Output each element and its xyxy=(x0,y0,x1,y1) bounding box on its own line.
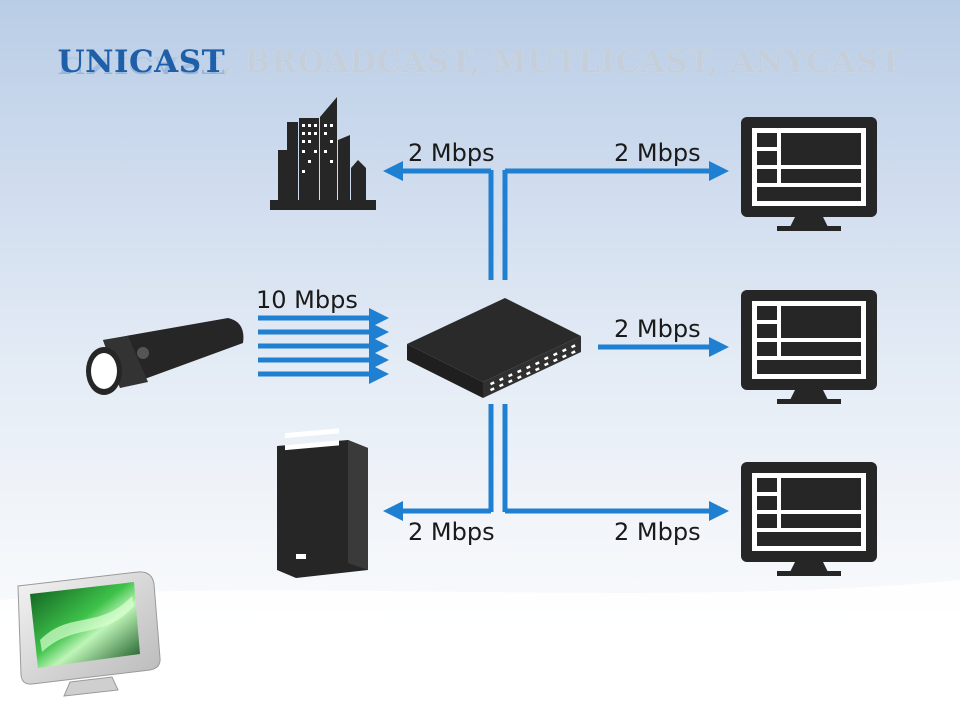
label-camera: 10 Mbps xyxy=(256,286,358,314)
connections xyxy=(258,161,729,521)
office-building-icon xyxy=(270,97,376,210)
title-rest: , BROADCAST, MUTLICAST, ANYCAST xyxy=(221,44,903,80)
monitor-middle xyxy=(741,290,877,404)
label-monitor-top: 2 Mbps xyxy=(614,139,701,167)
computer-monitor-logo-icon xyxy=(17,571,161,697)
label-server: 2 Mbps xyxy=(408,518,495,546)
ip-camera-icon xyxy=(86,318,244,395)
title-unicast: UNICAST xyxy=(57,44,222,80)
network-switch-icon xyxy=(407,298,581,398)
server-tower-icon xyxy=(277,428,368,578)
label-building: 2 Mbps xyxy=(408,139,495,167)
monitor-bottom xyxy=(741,462,877,576)
monitor-top xyxy=(741,117,877,231)
label-monitor-middle: 2 Mbps xyxy=(614,315,701,343)
label-monitor-bottom: 2 Mbps xyxy=(614,518,701,546)
slide-title: UNICAST, BROADCAST, MUTLICAST, ANYCAST xyxy=(0,44,960,80)
